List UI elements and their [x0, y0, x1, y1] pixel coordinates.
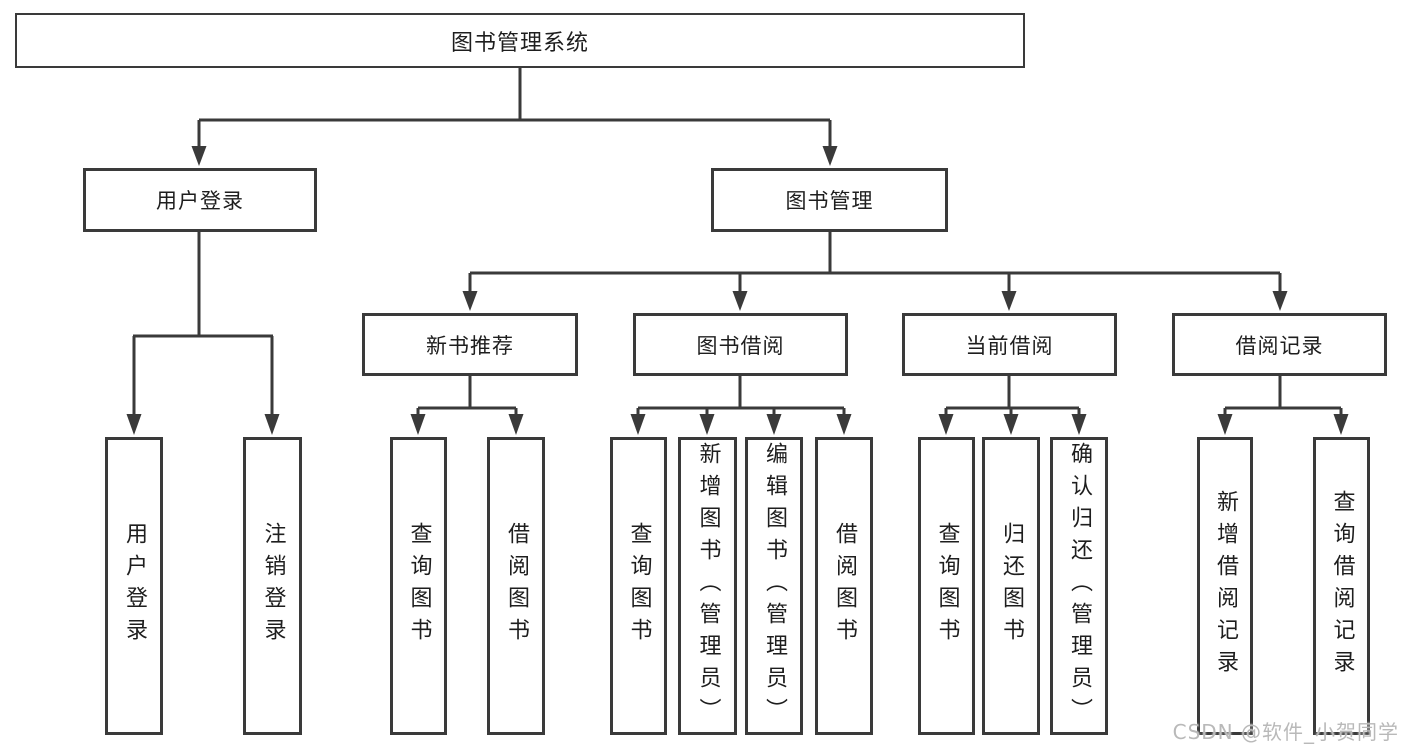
- node-new-book-recommend-label: 新书推荐: [426, 333, 514, 358]
- node-book-management-label: 图书管理: [785, 189, 874, 213]
- node-current-borrow: 当前借阅: [902, 313, 1117, 376]
- leaf-logout-label: 注销登录: [260, 522, 286, 650]
- leaf-borrow-query-label: 查询图书: [626, 522, 652, 650]
- node-root-label: 图书管理系统: [450, 30, 589, 56]
- leaf-record-query: 查询借阅记录: [1313, 437, 1370, 735]
- node-book-management: 图书管理: [711, 168, 948, 232]
- leaf-current-return: 归还图书: [982, 437, 1040, 735]
- leaf-borrow-add-admin-label: 新增图书（管理员）: [695, 442, 721, 730]
- leaf-borrow-edit-admin-label: 编辑图书（管理员）: [762, 442, 787, 730]
- node-book-borrow-label: 图书借阅: [696, 333, 785, 358]
- leaf-current-query-label: 查询图书: [934, 522, 960, 650]
- arrowheads: [126, 146, 1349, 435]
- node-user-login: 用户登录: [83, 168, 317, 232]
- leaf-user-login-label: 用户登录: [122, 522, 147, 650]
- leaf-current-return-label: 归还图书: [999, 522, 1024, 650]
- node-book-borrow: 图书借阅: [633, 313, 848, 376]
- leaf-current-confirm-admin-label: 确认归还（管理员）: [1067, 442, 1092, 730]
- node-current-borrow-label: 当前借阅: [965, 333, 1054, 358]
- leaf-current-confirm-admin: 确认归还（管理员）: [1050, 437, 1108, 735]
- leaf-record-add: 新增借阅记录: [1197, 437, 1253, 735]
- leaf-borrow-query: 查询图书: [610, 437, 667, 735]
- node-root-library-system: 图书管理系统: [15, 13, 1025, 68]
- leaf-borrow-book: 借阅图书: [815, 437, 873, 735]
- leaf-newbook-borrow-label: 借阅图书: [504, 522, 529, 650]
- node-new-book-recommend: 新书推荐: [362, 313, 578, 376]
- leaf-newbook-borrow: 借阅图书: [487, 437, 545, 735]
- leaf-borrow-book-label: 借阅图书: [832, 522, 857, 650]
- node-borrow-record-label: 借阅记录: [1235, 333, 1324, 358]
- leaf-record-query-label: 查询借阅记录: [1329, 490, 1355, 682]
- leaf-record-add-label: 新增借阅记录: [1213, 490, 1238, 682]
- leaf-newbook-query: 查询图书: [390, 437, 447, 735]
- node-user-login-label: 用户登录: [156, 189, 244, 213]
- leaf-logout: 注销登录: [243, 437, 302, 735]
- leaf-newbook-query-label: 查询图书: [406, 522, 432, 650]
- leaf-borrow-add-admin: 新增图书（管理员）: [678, 437, 737, 735]
- leaf-current-query: 查询图书: [918, 437, 975, 735]
- leaf-borrow-edit-admin: 编辑图书（管理员）: [745, 437, 803, 735]
- leaf-user-login: 用户登录: [105, 437, 163, 735]
- node-borrow-record: 借阅记录: [1172, 313, 1387, 376]
